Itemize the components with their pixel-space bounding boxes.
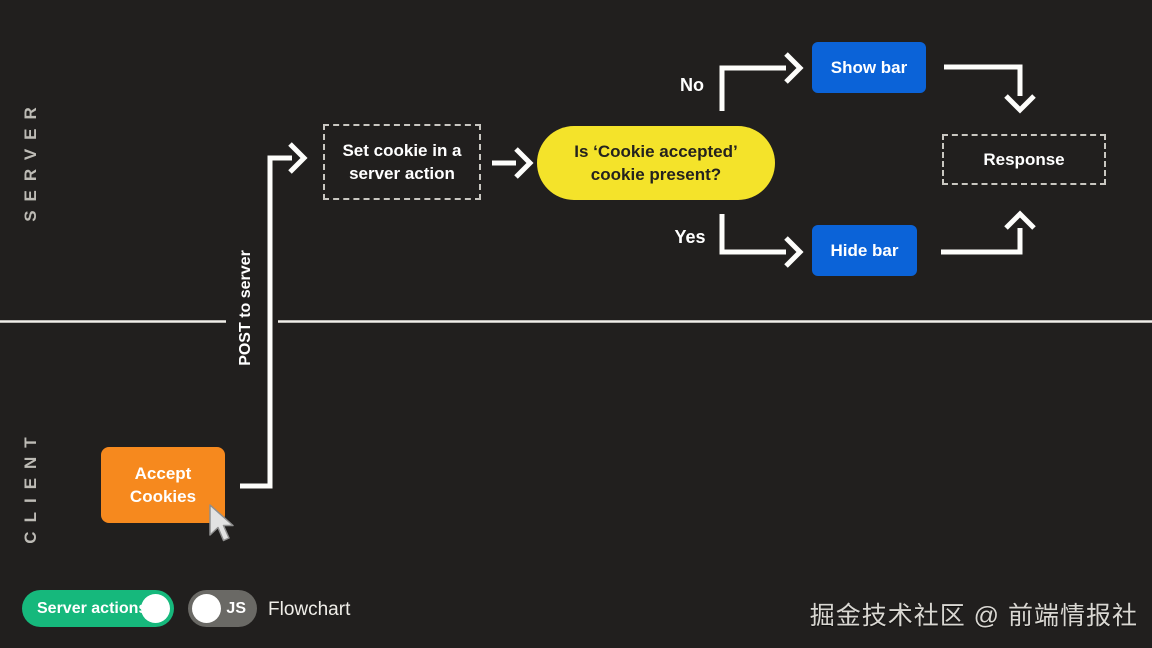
watermark-text: 掘金技术社区 @ 前端情报社 [809, 602, 1138, 630]
js-toggle-label: JS [226, 599, 246, 617]
hide-bar-button[interactable]: Hide bar [812, 225, 917, 276]
flowchart-mode-label: Flowchart [268, 599, 351, 620]
branch-yes-label: Yes [674, 227, 706, 247]
client-lane-label: CLIENT [21, 428, 40, 544]
server-actions-toggle[interactable]: Server actions [22, 590, 174, 627]
arrow-showbar-to-response [944, 64, 1036, 114]
server-lane-label: SERVER [21, 98, 40, 222]
arrow-setcookie-to-decision [492, 147, 534, 179]
show-bar-button[interactable]: Show bar [812, 42, 926, 93]
branch-no-label: No [680, 75, 704, 95]
js-toggle[interactable]: JS [188, 590, 257, 627]
server-actions-toggle-knob[interactable] [141, 594, 170, 623]
cookie-decision-node: Is ‘Cookie accepted’ cookie present? [537, 126, 775, 200]
arrow-hidebar-to-response [941, 210, 1036, 255]
accept-cookies-button[interactable]: Accept Cookies [101, 447, 225, 523]
set-cookie-node: Set cookie in a server action [323, 124, 481, 200]
response-node: Response [942, 134, 1106, 185]
cursor-pointer-icon [209, 504, 234, 542]
arrow-no-to-showbar [719, 52, 804, 111]
js-toggle-knob[interactable] [192, 594, 221, 623]
arrow-yes-to-hidebar [719, 214, 804, 268]
server-actions-toggle-label: Server actions [37, 599, 148, 617]
post-to-server-label: POST to server [237, 250, 254, 366]
